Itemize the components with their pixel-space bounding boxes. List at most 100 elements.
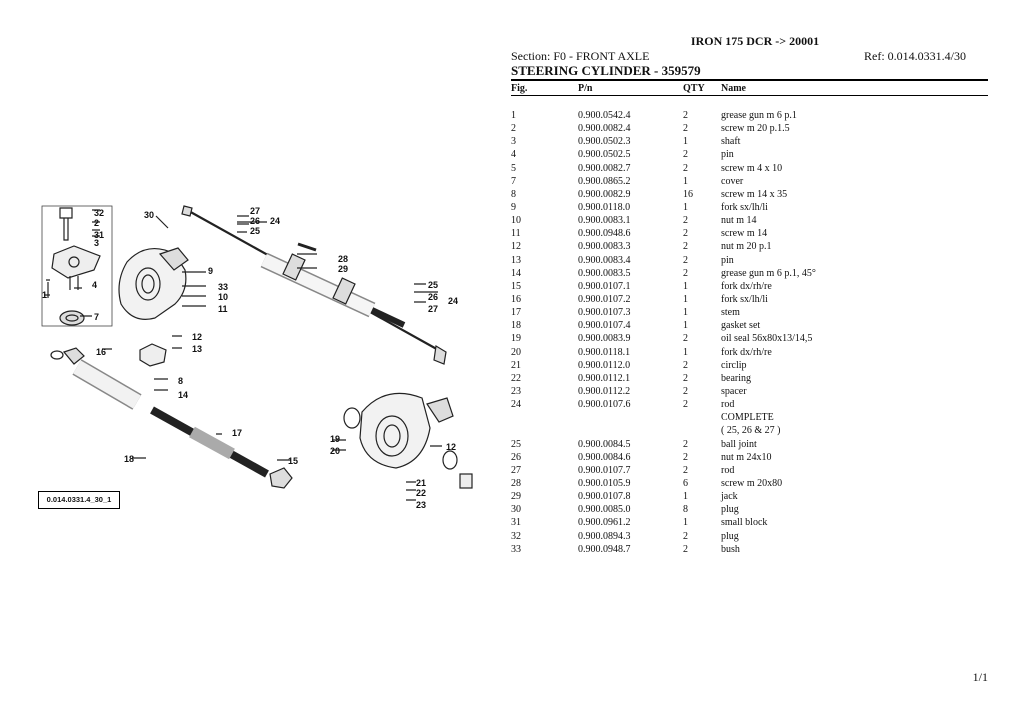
callout-24b: 24 xyxy=(448,296,458,306)
cell-pn: 0.900.0107.7 xyxy=(578,464,631,476)
cell-qty: 2 xyxy=(683,149,688,161)
table-row: COMPLETE xyxy=(511,411,988,424)
callout-26: 26 xyxy=(250,216,260,226)
cell-qty: 1 xyxy=(683,346,688,358)
cell-qty: 8 xyxy=(683,504,688,516)
cell-fig: 23 xyxy=(511,385,521,397)
cell-qty: 1 xyxy=(683,307,688,319)
cell-pn: 0.900.0083.1 xyxy=(578,215,631,227)
cell-fig: 21 xyxy=(511,359,521,371)
cell-pn: 0.900.0105.9 xyxy=(578,477,631,489)
cell-pn: 0.900.0085.0 xyxy=(578,504,631,516)
cell-pn: 0.900.0961.2 xyxy=(578,517,631,529)
cell-name: fork dx/rh/re xyxy=(721,346,772,358)
cell-fig: 29 xyxy=(511,491,521,503)
callout-7: 7 xyxy=(94,312,99,322)
cell-fig: 19 xyxy=(511,333,521,345)
cell-qty: 2 xyxy=(683,228,688,240)
cell-qty: 2 xyxy=(683,359,688,371)
callout-11: 11 xyxy=(218,304,228,314)
cell-name: pin xyxy=(721,149,734,161)
callout-19: 19 xyxy=(330,434,340,444)
table-row: 20 0.900.0118.1 1 fork dx/rh/re xyxy=(511,346,988,359)
cell-qty: 2 xyxy=(683,123,688,135)
cell-qty: 2 xyxy=(683,451,688,463)
cell-pn: 0.900.0118.1 xyxy=(578,346,631,358)
cell-name: jack xyxy=(721,491,738,503)
cell-name: ( 25, 26 & 27 ) xyxy=(721,425,781,437)
cell-name: grease gun m 6 p.1 xyxy=(721,110,797,121)
callout-12b: 12 xyxy=(446,442,456,452)
cell-pn: 0.900.0082.7 xyxy=(578,162,631,174)
cell-name: plug xyxy=(721,504,739,516)
cell-qty: 2 xyxy=(683,385,688,397)
cell-fig: 15 xyxy=(511,280,521,292)
cell-pn: 0.900.0083.5 xyxy=(578,267,631,279)
cell-fig: 7 xyxy=(511,175,516,187)
cell-name: COMPLETE xyxy=(721,412,774,424)
cell-fig: 11 xyxy=(511,228,521,240)
cell-pn: 0.900.0083.3 xyxy=(578,241,631,253)
cell-pn: 0.900.0502.3 xyxy=(578,136,631,148)
callout-25: 25 xyxy=(250,226,260,236)
cell-fig: 18 xyxy=(511,320,521,332)
callout-33: 33 xyxy=(218,282,228,292)
cell-name: oil seal 56x80x13/14,5 xyxy=(721,333,813,345)
cell-pn: 0.900.0107.4 xyxy=(578,320,631,332)
callout-17: 17 xyxy=(232,428,242,438)
cell-qty: 2 xyxy=(683,267,688,279)
callout-13: 13 xyxy=(192,344,202,354)
cell-pn: 0.900.0084.5 xyxy=(578,438,631,450)
cell-fig: 33 xyxy=(511,543,521,555)
cell-qty: 1 xyxy=(683,491,688,503)
callout-20: 20 xyxy=(330,446,340,456)
cell-fig: 31 xyxy=(511,517,521,529)
cell-name: grease gun m 6 p.1, 45° xyxy=(721,267,816,279)
assembly-heading: STEERING CYLINDER - 359579 xyxy=(511,63,701,78)
cell-name: nut m 20 p.1 xyxy=(721,241,772,253)
cell-pn: 0.900.0107.6 xyxy=(578,399,631,411)
cell-fig: 4 xyxy=(511,149,516,161)
cell-fig: 3 xyxy=(511,136,516,148)
diagram-drawing: 32 2 31 3 30 27 26 25 24 28 29 9 33 10 1… xyxy=(41,205,473,510)
cell-qty: 1 xyxy=(683,136,688,148)
cell-fig: 8 xyxy=(511,188,516,200)
cell-qty: 1 xyxy=(683,201,688,213)
cell-pn: 0.900.0084.6 xyxy=(578,451,631,463)
header-rule xyxy=(511,79,988,81)
cell-pn: 0.900.0948.7 xyxy=(578,543,631,555)
cell-fig: 30 xyxy=(511,504,521,516)
cell-fig: 20 xyxy=(511,346,521,358)
callout-27b: 27 xyxy=(428,304,438,314)
cell-qty: 2 xyxy=(683,254,688,266)
exploded-diagram: 32 2 31 3 30 27 26 25 24 28 29 9 33 10 1… xyxy=(32,192,482,520)
callout-16: 16 xyxy=(96,347,106,357)
cell-qty: 2 xyxy=(683,399,688,411)
cell-qty: 2 xyxy=(683,110,688,121)
cell-name: screw m 4 x 10 xyxy=(721,162,783,174)
callout-8: 8 xyxy=(178,376,183,386)
cell-name: screw m 14 xyxy=(721,228,768,240)
cell-name: stem xyxy=(721,307,740,319)
callout-2: 2 xyxy=(94,218,99,228)
cell-name: ball joint xyxy=(721,438,757,450)
cell-fig: 10 xyxy=(511,215,521,227)
cell-pn: 0.900.0083.4 xyxy=(578,254,631,266)
cell-name: nut m 24x10 xyxy=(721,451,772,463)
cell-pn: 0.900.0948.6 xyxy=(578,228,631,240)
cell-qty: 2 xyxy=(683,438,688,450)
cell-pn: 0.900.0894.3 xyxy=(578,530,631,542)
cell-pn: 0.900.0502.5 xyxy=(578,149,631,161)
